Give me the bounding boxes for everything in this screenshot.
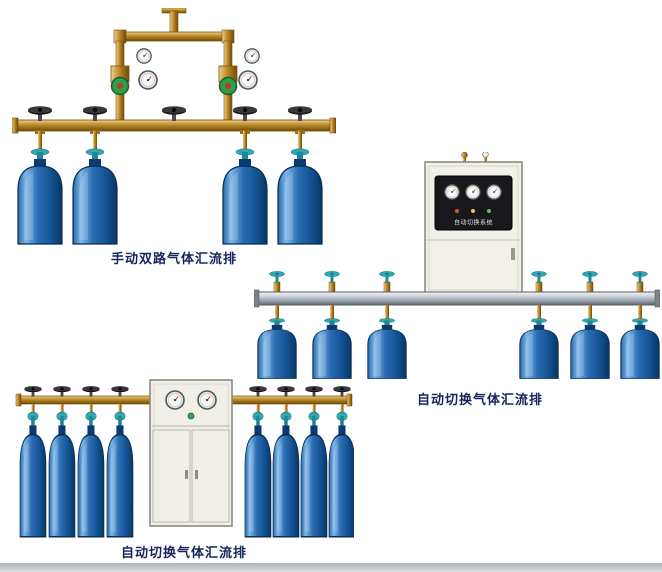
valve-handwheel	[53, 386, 71, 397]
cabinet-door-handle	[185, 470, 188, 479]
valve-handwheel	[111, 386, 129, 397]
top-mini-gauge	[482, 152, 489, 158]
cabinet-door-handle	[195, 470, 198, 479]
pressure-gauge	[244, 48, 260, 64]
gas-cylinder	[72, 148, 118, 245]
pressure-regulator	[110, 65, 130, 96]
valve-handwheel	[249, 386, 267, 397]
product-caption-auto-switch-1: 自动切换气体汇流排	[416, 393, 543, 408]
valve-handwheel	[24, 386, 42, 397]
center-regulator-assembly	[110, 8, 260, 121]
pressure-gauge	[238, 70, 258, 90]
gas-cylinder	[106, 411, 134, 538]
panel-gauge	[197, 390, 217, 410]
teal-valve-handwheel	[324, 270, 340, 284]
valve-handwheel	[82, 386, 100, 397]
gas-cylinder	[77, 411, 105, 538]
valve-handwheel	[162, 106, 186, 121]
teal-valve-handwheel	[531, 270, 547, 284]
shutoff-valve-handwheels	[28, 106, 312, 121]
gas-cylinder	[17, 148, 63, 245]
teal-valve-handwheel	[269, 270, 285, 284]
page-bottom-border	[0, 563, 662, 572]
gas-cylinder	[244, 411, 272, 538]
gas-cylinder	[620, 317, 660, 380]
cylinder-pigtail-drops	[38, 131, 302, 149]
teal-valve-handwheel	[632, 270, 648, 284]
teal-valve-handwheel	[379, 270, 395, 284]
gas-cylinder	[328, 411, 354, 538]
control-cabinet: 自动切换系统	[424, 152, 523, 295]
panel-gauge	[444, 184, 460, 200]
valve-handwheel	[233, 106, 257, 121]
gas-cylinder	[367, 317, 407, 380]
indicator-led	[487, 209, 491, 213]
cabinet-door	[191, 429, 230, 523]
gas-cylinder	[519, 317, 559, 380]
gas-cylinder	[312, 317, 352, 380]
valve-handwheel	[288, 106, 312, 121]
gas-cylinder	[257, 317, 297, 380]
auto-switch-floor-manifold-illustration	[15, 379, 354, 538]
gas-cylinder	[19, 411, 47, 538]
valve-handwheel	[277, 386, 295, 397]
panel-gauge	[486, 184, 502, 200]
pressure-regulator	[218, 65, 238, 96]
product-caption-auto-switch-2: 自动切换气体汇流排	[120, 546, 247, 561]
valve-handwheel	[83, 106, 107, 121]
valve-handwheel	[305, 386, 323, 397]
green-indicator	[187, 412, 195, 420]
cylinder-pigtail-drops	[31, 404, 344, 413]
cabinet-door	[152, 429, 191, 523]
gas-cylinder	[570, 317, 610, 380]
indicator-led	[471, 209, 475, 213]
auto-switch-manifold-illustration: 自动切换系统	[254, 152, 660, 380]
indicator-led	[455, 209, 459, 213]
manual-dual-manifold-illustration	[12, 8, 336, 245]
pressure-gauge	[136, 48, 152, 64]
cabinet-label: 自动切换系统	[454, 219, 493, 227]
valve-handwheel	[28, 106, 52, 121]
product-caption-manual-dual: 手动双路气体汇流排	[110, 252, 237, 267]
teal-valve-handwheel	[582, 270, 598, 284]
gas-cylinder	[272, 411, 300, 538]
gas-cylinder	[48, 411, 76, 538]
cabinet-door-handle	[511, 248, 515, 260]
inlet-valve	[461, 152, 468, 159]
panel-gauge	[165, 390, 185, 410]
control-cabinet	[149, 379, 233, 527]
cylinder-pigtail-drops	[275, 305, 642, 320]
pressure-gauge	[138, 70, 158, 90]
manifold-rail	[254, 289, 660, 308]
gas-cylinder	[300, 411, 328, 538]
panel-gauge	[465, 184, 481, 200]
